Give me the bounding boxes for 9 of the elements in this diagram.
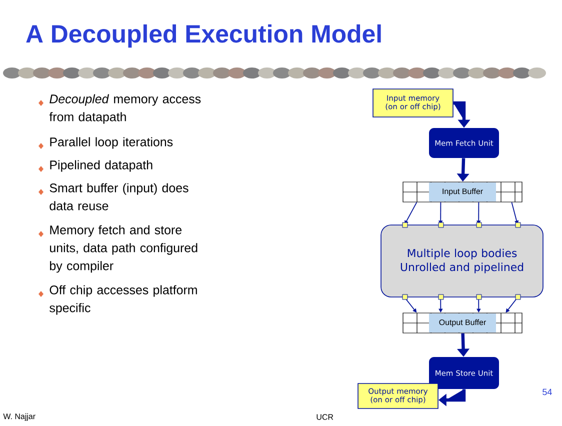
bullet-text: Pipelined datapath	[50, 160, 152, 172]
footer-text: 54	[542, 388, 552, 396]
bullet-text: Decoupled memory access from datapath	[49, 94, 201, 124]
title: A Decoupled Execution Model	[26, 24, 381, 48]
bullet-text: Parallel loop iterations	[50, 137, 173, 149]
bullet-text: Off chip accesses platform specific	[50, 285, 197, 315]
loop-bodies-box: Multiple loop bodies Unrolled and pipelined	[380, 224, 544, 298]
bullet-text: Smart buffer (input) does data reuse	[50, 183, 188, 210]
bullet-text: Memory fetch and store units, data path configured by compiler	[50, 225, 198, 273]
